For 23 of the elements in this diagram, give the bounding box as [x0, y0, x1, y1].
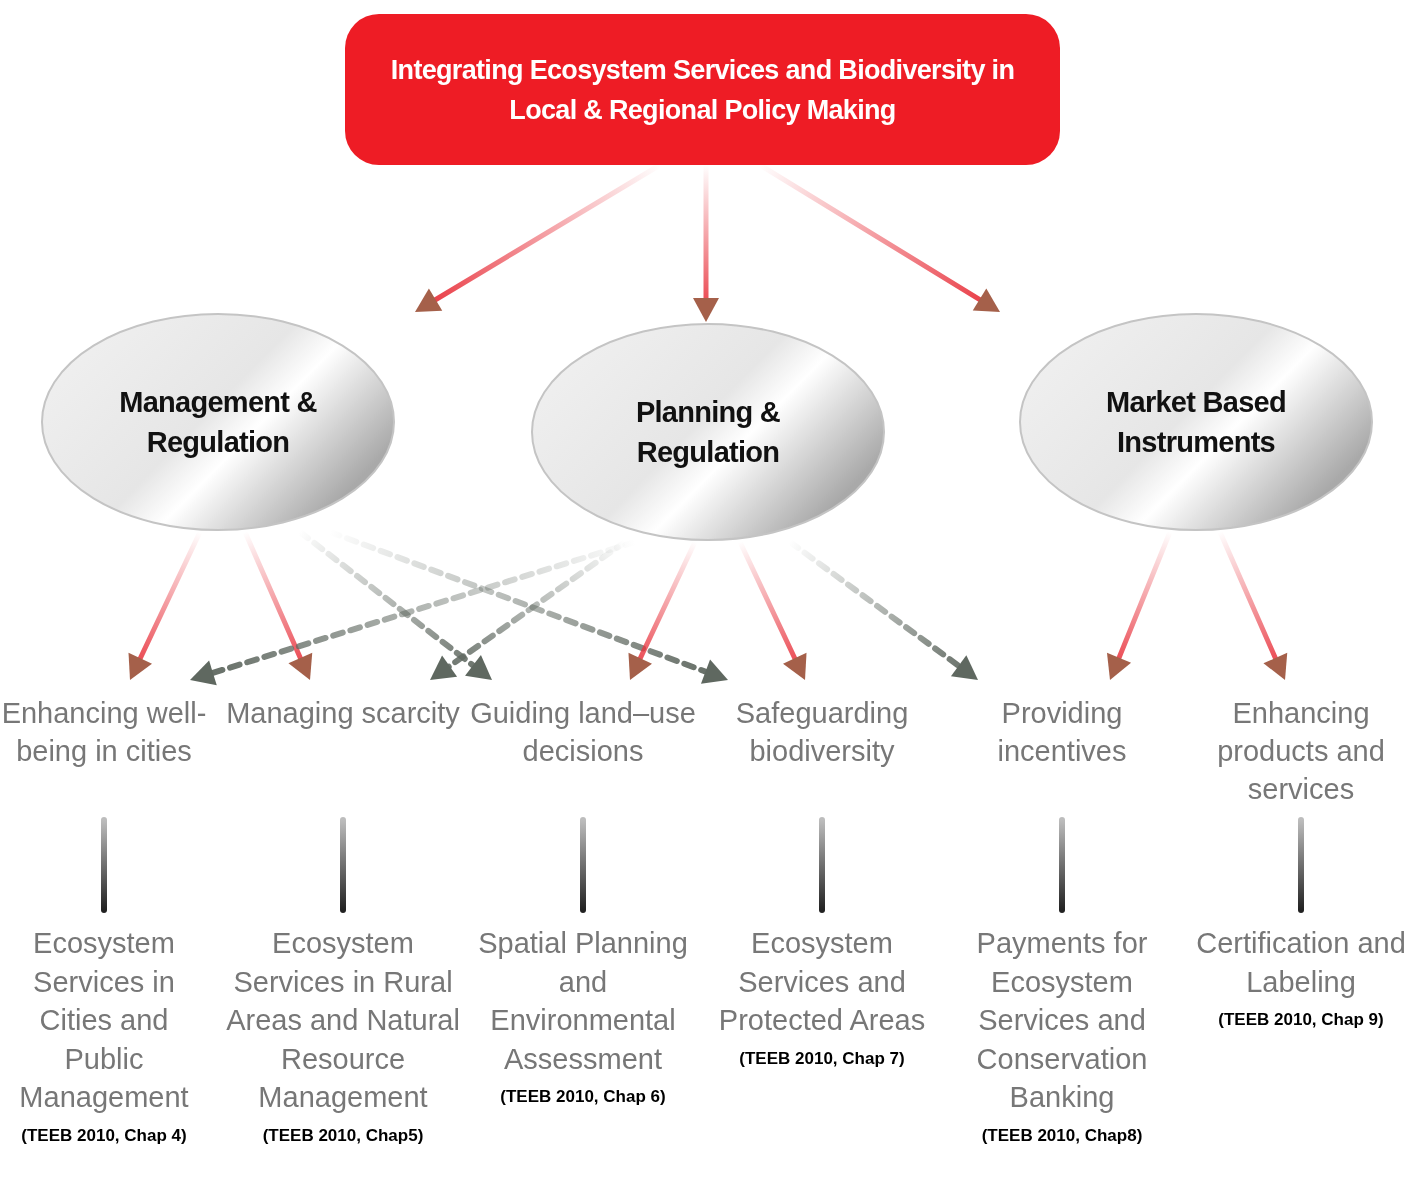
topic-label: Ecosystem Services in Rural Areas and Natural Resource Management [225, 926, 461, 1115]
ellipse-label: Planning & Regulation [634, 395, 782, 470]
category-label: Managing scarcity [226, 696, 460, 731]
reference-label: (TEEB 2010, Chap 4) [21, 1124, 187, 1147]
reference-label: (TEEB 2010, Chap 6) [500, 1086, 666, 1108]
topic-label: Certification and Labeling [1195, 926, 1407, 1000]
topic-label: Spatial Planning and Environmental Assessment [477, 926, 689, 1077]
reference-label: (TEEB 2010, Chap 7) [739, 1047, 905, 1070]
category-label: Providing incentives [996, 696, 1128, 769]
topic-label: Ecosystem Services and Protected Areas [717, 926, 927, 1038]
title-box [345, 14, 1060, 165]
category-label: Enhancing products and services [1216, 696, 1386, 807]
reference-label: (TEEB 2010, Chap 9) [1218, 1009, 1384, 1031]
reference-label: (TEEB 2010, Chap8) [981, 1124, 1143, 1147]
reference-label: (TEEB 2010, Chap5) [262, 1124, 424, 1147]
ellipse-label: Market Based Instruments [1105, 385, 1287, 460]
category-label: Guiding land–use decisions [469, 696, 697, 769]
topic-label: Payments for Ecosystem Services and Conservation Banking [975, 926, 1149, 1115]
category-label: Enhancing well-being in cities [0, 696, 208, 769]
topic-label: Ecosystem Services in Cities and Public Management [18, 926, 190, 1115]
title-text: Integrating Ecosystem Services and Biodiversity in Local & Regional Policy Making [389, 53, 1016, 127]
category-label: Safeguarding biodiversity [734, 696, 910, 769]
ellipse-label: Management & Regulation [118, 385, 318, 460]
